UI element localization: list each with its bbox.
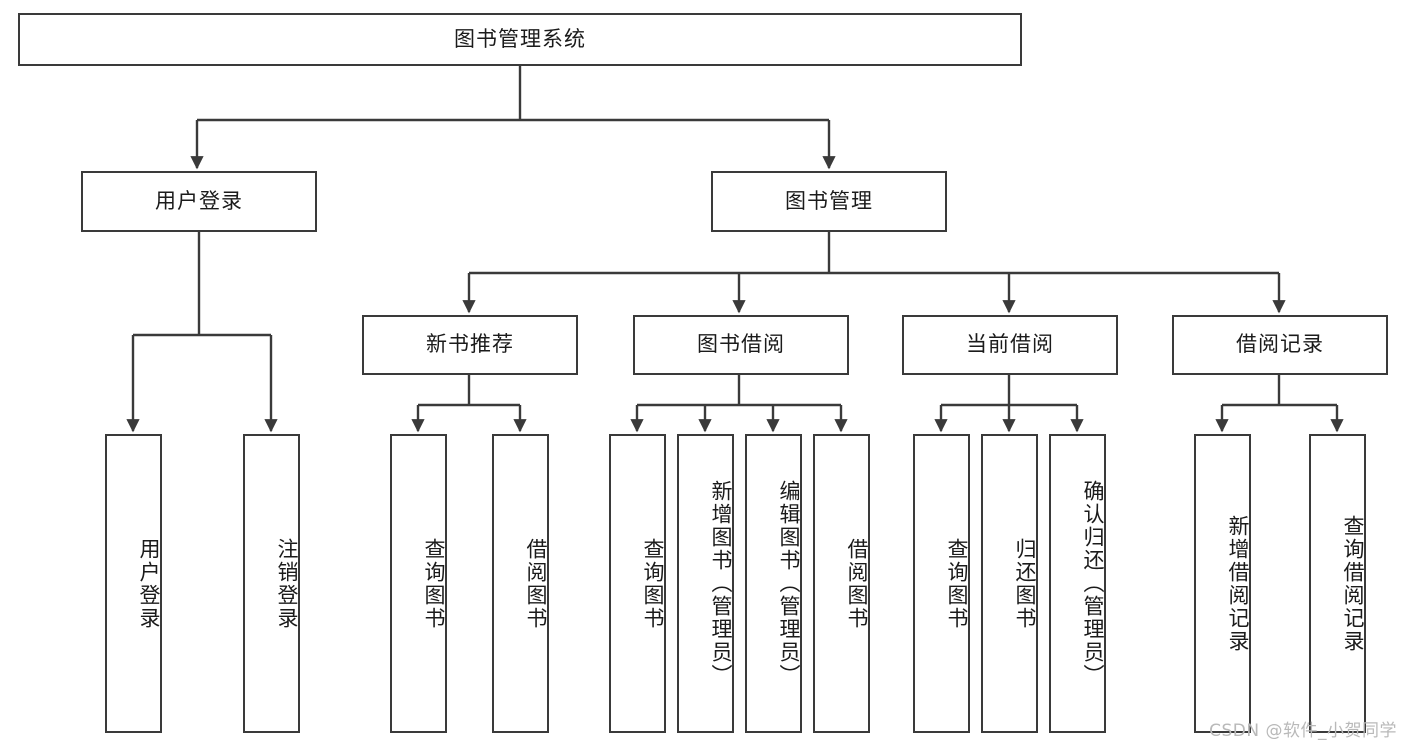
node-label: 新增图书（管理员） [709, 480, 733, 687]
node-leaf-logout[interactable]: 注销登录 [243, 434, 300, 733]
node-label: 新增借阅记录 [1226, 514, 1250, 653]
node-leaf-confirm-return-admin[interactable]: 确认归还（管理员） [1049, 434, 1106, 733]
node-label: 当前借阅 [966, 332, 1054, 357]
node-leaf-query-book-new[interactable]: 查询图书 [390, 434, 447, 733]
node-label: 查询图书 [422, 537, 446, 630]
node-label: 归还图书 [1013, 537, 1037, 630]
node-label: 用户登录 [155, 188, 243, 213]
node-root-book-management-system[interactable]: 图书管理系统 [18, 13, 1022, 66]
watermark: CSDN @软件_小贺同学 [1209, 721, 1397, 741]
node-label: 注销登录 [275, 537, 299, 630]
node-label: 图书借阅 [697, 332, 785, 357]
node-label: 借阅图书 [845, 537, 869, 630]
node-leaf-return-book[interactable]: 归还图书 [981, 434, 1038, 733]
node-label: 新书推荐 [426, 332, 514, 357]
node-leaf-edit-book-admin[interactable]: 编辑图书（管理员） [745, 434, 802, 733]
node-leaf-query-borrow-record[interactable]: 查询借阅记录 [1309, 434, 1366, 733]
node-leaf-add-book-admin[interactable]: 新增图书（管理员） [677, 434, 734, 733]
node-book-management[interactable]: 图书管理 [711, 171, 947, 232]
node-label: 用户登录 [137, 537, 161, 630]
node-label: 确认归还（管理员） [1081, 480, 1105, 687]
node-label: 图书管理系统 [454, 26, 586, 51]
node-label: 查询借阅记录 [1341, 514, 1365, 653]
node-label: 查询图书 [641, 537, 665, 630]
node-label: 图书管理 [785, 188, 873, 213]
node-book-borrowing[interactable]: 图书借阅 [633, 315, 849, 375]
node-borrowing-record[interactable]: 借阅记录 [1172, 315, 1388, 375]
node-user-login[interactable]: 用户登录 [81, 171, 317, 232]
node-leaf-borrow-book-new[interactable]: 借阅图书 [492, 434, 549, 733]
node-current-borrowing[interactable]: 当前借阅 [902, 315, 1118, 375]
node-new-book-recommendation[interactable]: 新书推荐 [362, 315, 578, 375]
node-label: 查询图书 [945, 537, 969, 630]
node-leaf-query-book-borrow[interactable]: 查询图书 [609, 434, 666, 733]
node-leaf-add-borrow-record[interactable]: 新增借阅记录 [1194, 434, 1251, 733]
node-leaf-query-book-current[interactable]: 查询图书 [913, 434, 970, 733]
node-leaf-user-login[interactable]: 用户登录 [105, 434, 162, 733]
node-label: 借阅记录 [1236, 332, 1324, 357]
node-label: 借阅图书 [524, 537, 548, 630]
node-leaf-borrow-book[interactable]: 借阅图书 [813, 434, 870, 733]
node-label: 编辑图书（管理员） [777, 480, 801, 687]
